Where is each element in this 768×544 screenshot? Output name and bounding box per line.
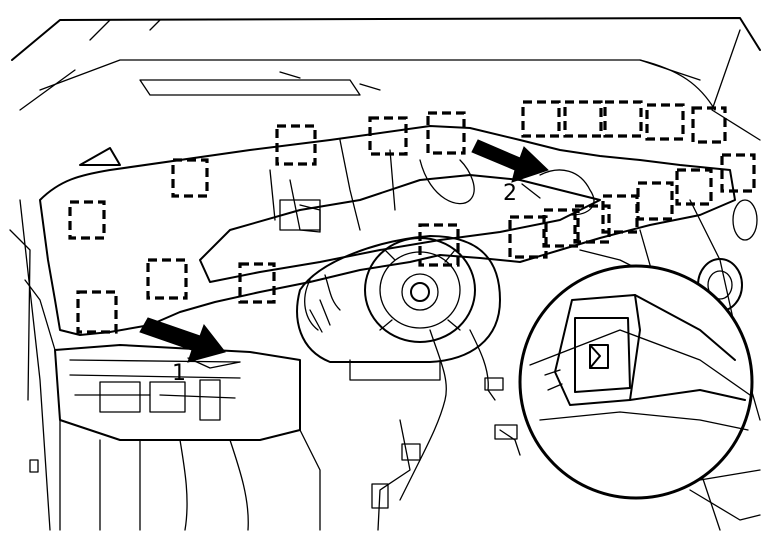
dashboard-opening	[199, 174, 601, 283]
step-label-1: 1	[172, 361, 186, 386]
wiring-harness	[269, 139, 521, 531]
clip-marker	[603, 100, 643, 138]
instrument-panel	[39, 125, 736, 336]
clip-marker	[521, 100, 561, 138]
clip-marker	[601, 194, 639, 234]
clip-marker	[76, 290, 118, 334]
clip-marker	[368, 116, 408, 156]
clip-marker	[573, 204, 611, 244]
clip-marker	[68, 200, 106, 240]
clip-marker	[238, 262, 276, 304]
windshield-frame	[11, 17, 761, 141]
steering-column	[296, 235, 501, 381]
clip-marker	[675, 168, 713, 206]
pull-arrow-1	[139, 317, 241, 369]
left-side-body	[9, 199, 51, 531]
clip-marker	[636, 181, 674, 221]
clip-marker	[426, 111, 466, 155]
clip-marker	[418, 223, 460, 267]
clip-detail-callout	[518, 264, 754, 500]
clip-marker	[563, 100, 603, 138]
clip-marker	[645, 103, 685, 141]
clip-locations	[68, 100, 756, 334]
lower-dash-structure	[24, 279, 321, 531]
clip-marker	[542, 208, 580, 248]
step-label-2: 2	[503, 181, 517, 206]
dash-top-panel	[139, 79, 361, 96]
clip-marker	[691, 106, 727, 144]
clip-marker	[508, 215, 548, 259]
clip-marker	[171, 158, 209, 198]
clip-marker	[275, 124, 317, 166]
pull-arrow-2	[471, 139, 549, 199]
clip-marker	[720, 153, 756, 193]
defroster-vent	[79, 147, 121, 166]
clip-marker	[146, 258, 188, 300]
